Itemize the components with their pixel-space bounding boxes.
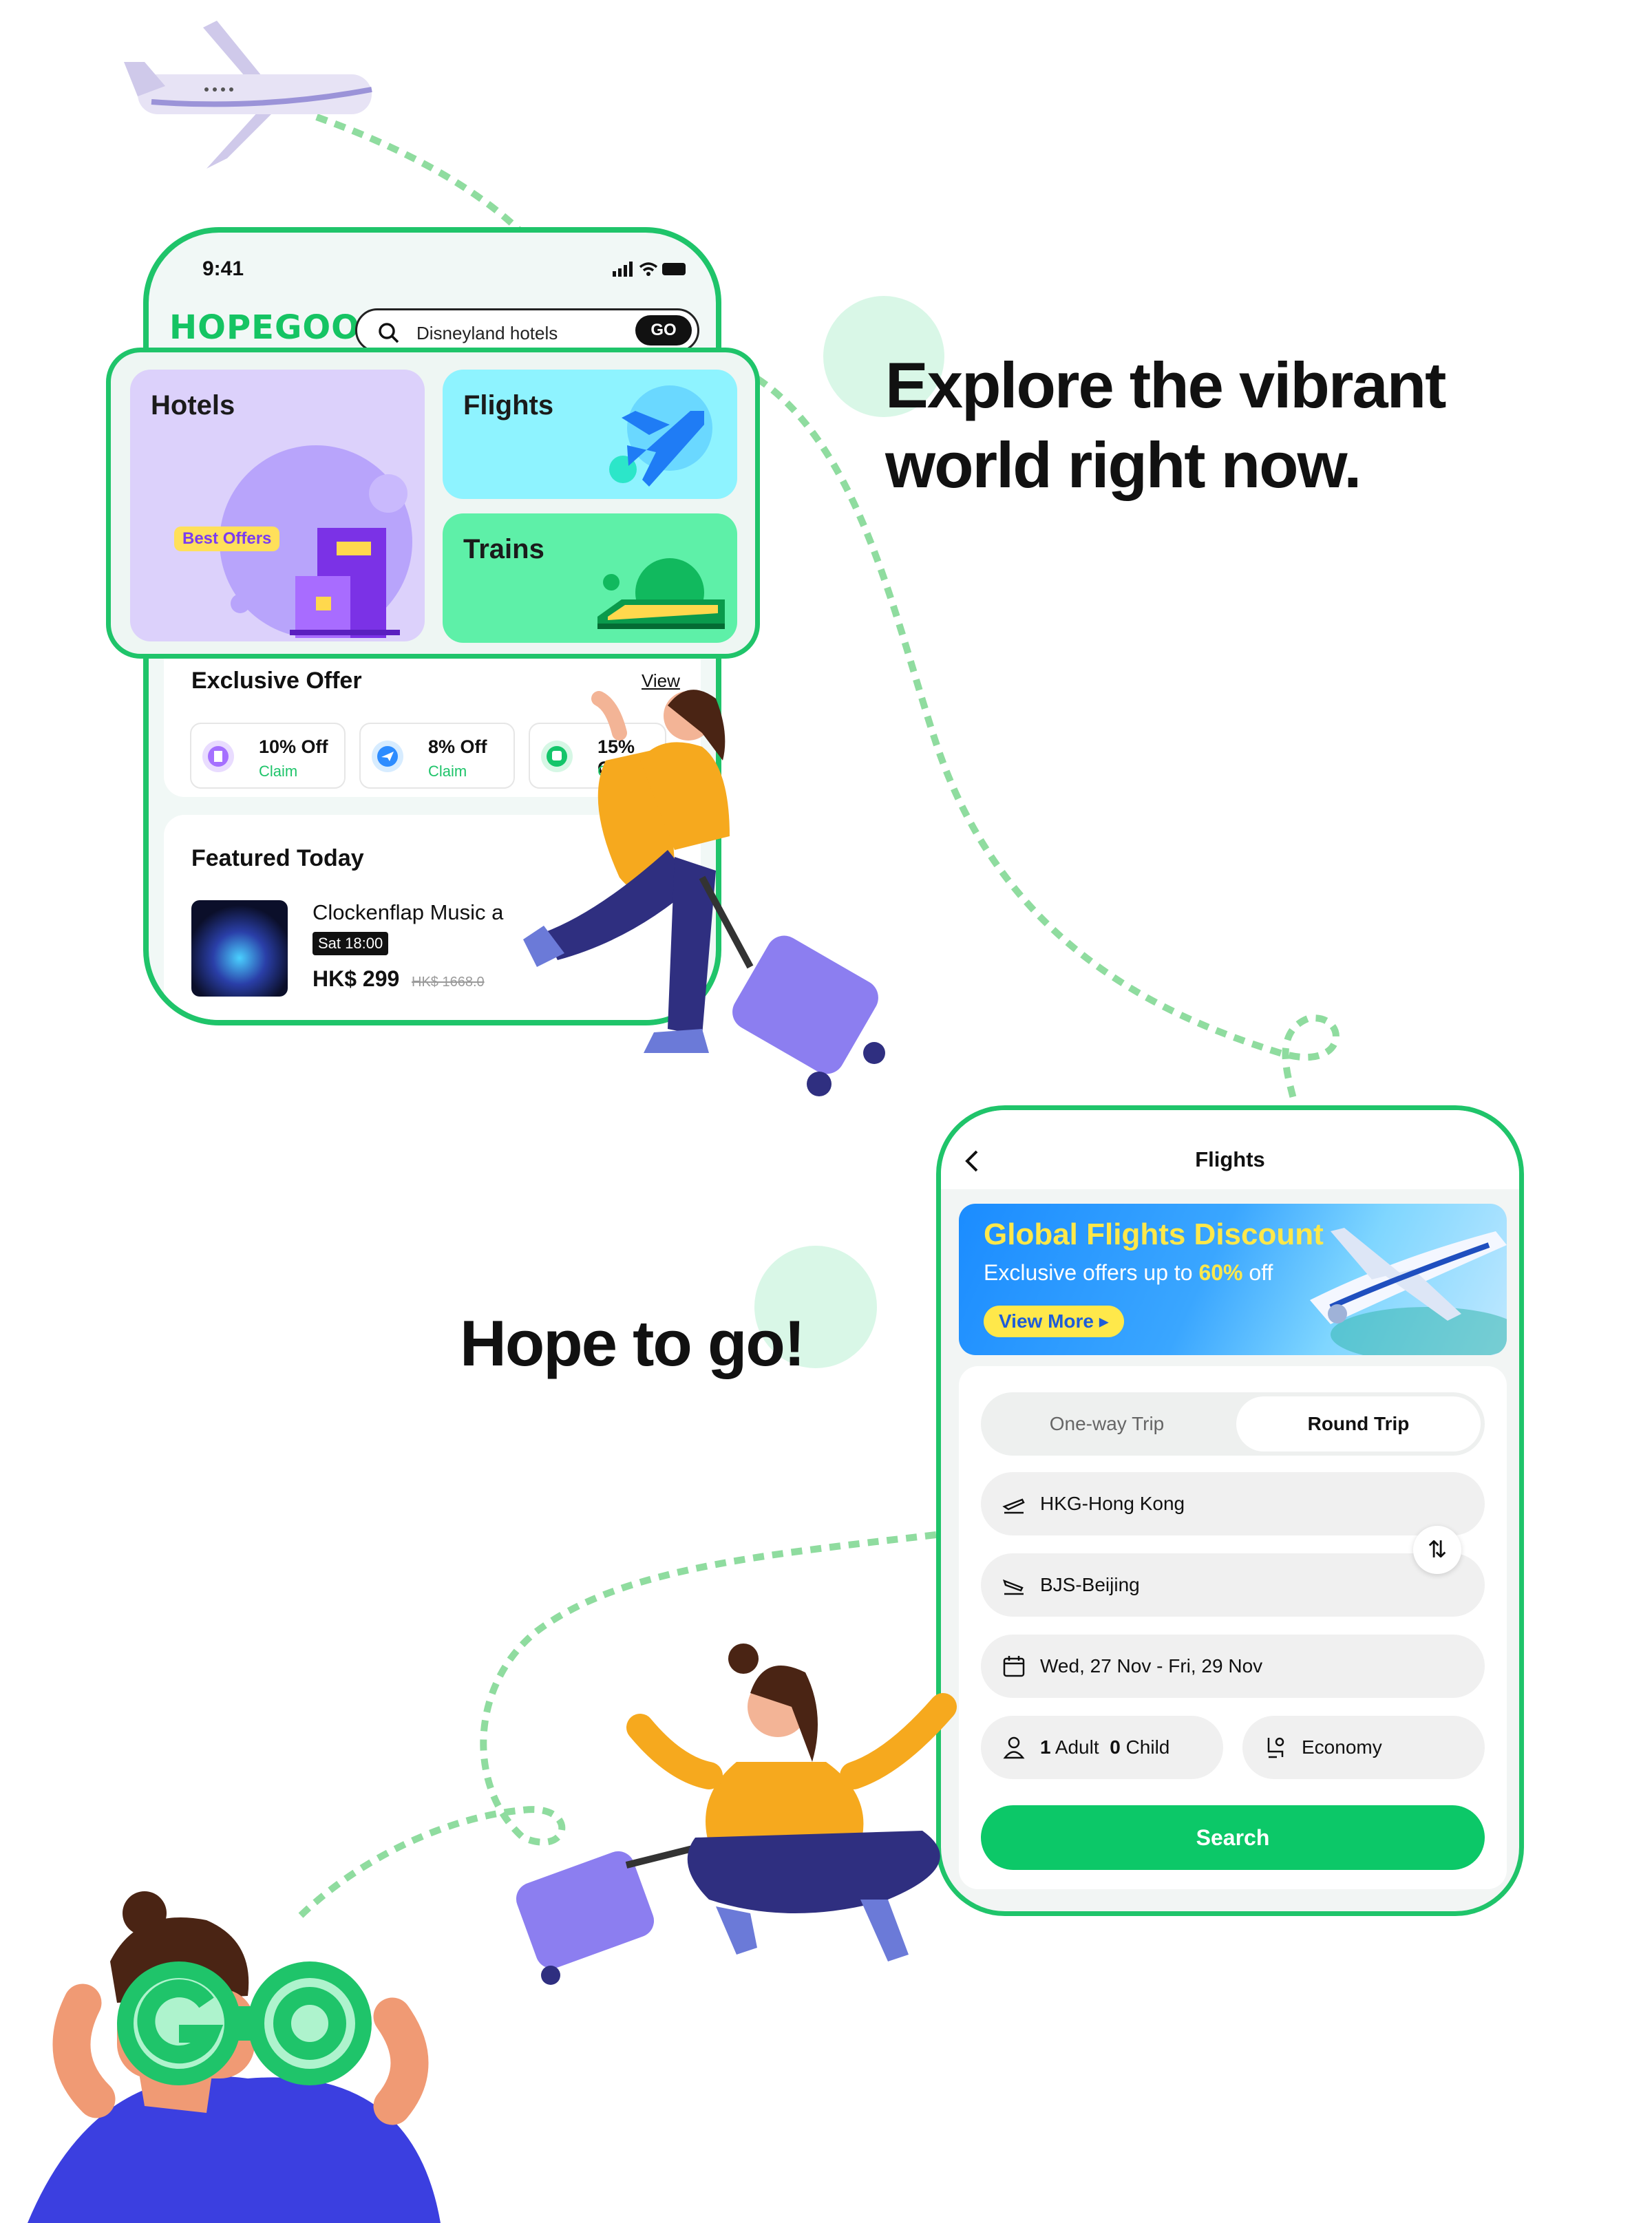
train-icon [541,741,573,772]
view-more-label: View More [999,1310,1094,1332]
tab-round-trip[interactable]: Round Trip [1236,1396,1481,1451]
cabin-class-field[interactable]: Economy [1242,1716,1485,1779]
airplane-illustration [124,21,372,169]
tab-one-way[interactable]: One-way Trip [1049,1413,1165,1434]
hotel-building-illustration [220,445,412,638]
search-icon [379,323,399,343]
coupon-discount: 8% Off [428,736,487,757]
takeoff-icon [1002,1498,1025,1514]
headline-line-1: Explore the vibrant [885,349,1446,421]
coupon-flight[interactable]: 8% Off Claim [359,723,515,789]
plane-icon [372,741,403,772]
airliner-illustration [1310,1228,1507,1355]
featured-original-price: HK$ 1668.0 [412,975,485,990]
featured-today-title: Featured Today [191,845,364,871]
banner-subtitle-text: Exclusive offers up to [984,1260,1199,1285]
adult-label: Adult [1055,1736,1099,1758]
coupon-claim[interactable]: Claim [428,763,467,780]
date-field[interactable]: Wed, 27 Nov - Fri, 29 Nov [981,1635,1485,1698]
date-range-value: Wed, 27 Nov - Fri, 29 Nov [1040,1655,1263,1677]
featured-price: HK$ 299 [313,966,400,991]
headline-hope-to-go: Hope to go! [460,1307,805,1379]
banner-subtitle-highlight: 60% [1198,1260,1243,1285]
featured-item-name[interactable]: Clockenflap Music a [313,900,504,924]
page-title: Flights [1195,1147,1265,1171]
passenger-count: 1 Adult 0 Child [1040,1736,1169,1758]
back-arrow-icon[interactable] [964,1150,981,1172]
traveler-sitting-illustration [516,1644,957,1985]
category-trains[interactable]: Trains [443,513,737,643]
coupon-discount: 10% Off [259,736,328,757]
exclusive-offer-title: Exclusive Offer [191,668,362,694]
trip-type-toggle: One-way Trip Round Trip [981,1392,1485,1456]
status-bar-icons [613,262,686,277]
decor-blob [823,296,944,417]
category-label: Trains [463,534,544,564]
headline-explore: Explore the vibrant world right now. [885,345,1446,505]
calendar-icon [1003,1656,1025,1677]
featured-date-badge: Sat 18:00 [313,932,389,955]
person-icon [1003,1736,1025,1759]
traveler-walking-illustration [523,690,885,1096]
best-offers-badge: Best Offers [174,526,280,551]
adult-count: 1 [1040,1736,1051,1758]
origin-field[interactable]: HKG-Hong Kong [981,1472,1485,1535]
banner-title: Global Flights Discount [984,1217,1324,1251]
category-panel: Hotels Best Offers Flights Trains [106,348,760,659]
promo-banner[interactable]: Global Flights Discount Exclusive offers… [959,1204,1507,1355]
banner-subtitle-suffix: off [1242,1260,1273,1285]
swap-icon[interactable]: ⇅ [1413,1526,1461,1574]
header-bar [941,1110,1519,1189]
concert-thumbnail[interactable] [191,900,288,997]
origin-value: HKG-Hong Kong [1040,1493,1185,1514]
passengers-field[interactable]: 1 Adult 0 Child [981,1716,1223,1779]
search-input[interactable]: Disneyland hotels [416,323,558,343]
destination-field[interactable]: BJS-Beijing [981,1553,1485,1617]
cabin-class-value: Economy [1302,1736,1382,1758]
child-label: Child [1125,1736,1170,1758]
search-button[interactable]: Search [981,1805,1485,1870]
binoculars-character-illustration [28,1891,441,2223]
banner-subtitle: Exclusive offers up to 60% off [984,1260,1273,1286]
train-illustration [597,558,725,629]
go-button[interactable]: GO [635,315,692,345]
category-hotels[interactable]: Hotels Best Offers [130,370,425,641]
view-more-button[interactable]: View More ▸ [984,1306,1124,1337]
category-label: Hotels [151,390,235,421]
category-flights[interactable]: Flights [443,370,737,499]
view-offers-link[interactable]: View [642,670,680,691]
hotel-icon [202,741,234,772]
seat-icon [1267,1737,1284,1758]
category-label: Flights [463,390,554,421]
destination-value: BJS-Beijing [1040,1574,1140,1595]
headline-line-2: world right now. [885,429,1362,501]
coupon-hotel[interactable]: 10% Off Claim [190,723,346,789]
search-bar[interactable]: Disneyland hotels GO [355,308,699,352]
flights-screen-phone: Flights Global Flights Discount Exclusiv… [936,1105,1524,1916]
child-count: 0 [1110,1736,1121,1758]
coupon-claim[interactable]: Claim [259,763,298,780]
status-time: 9:41 [202,257,244,280]
decor-blob [754,1246,877,1368]
plane-icon [609,385,712,487]
triangle-right-icon: ▸ [1099,1310,1109,1332]
landing-icon [1002,1579,1024,1595]
hopegoo-logo: HOPEGOO [169,308,360,347]
